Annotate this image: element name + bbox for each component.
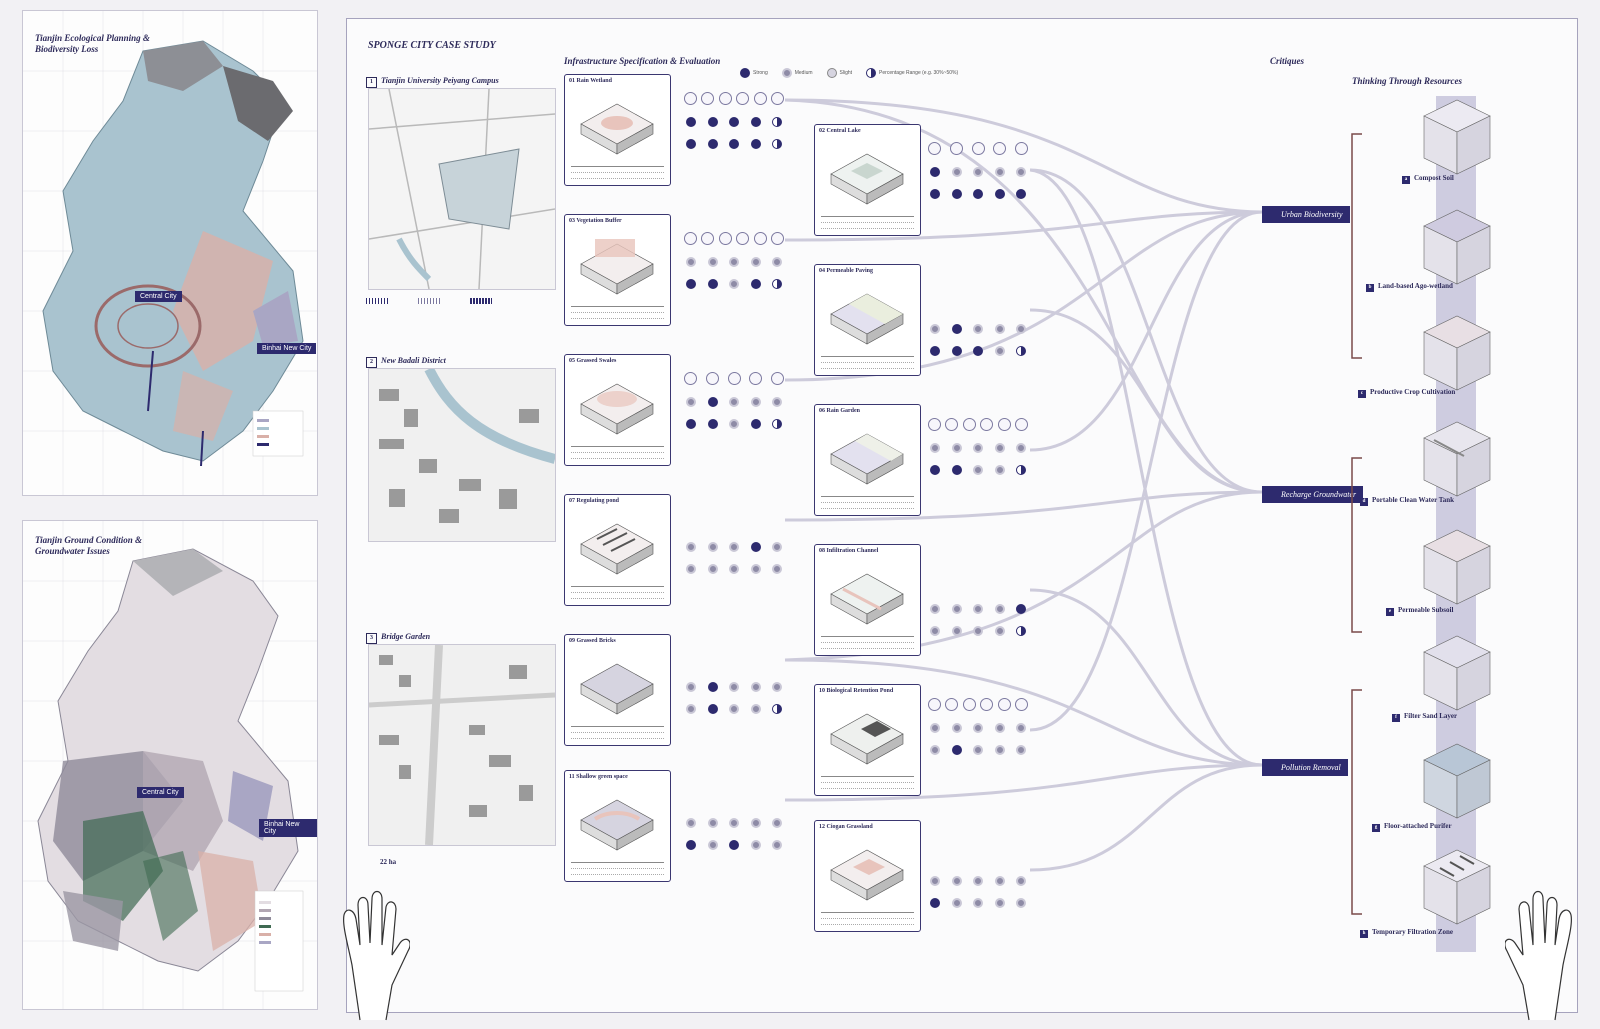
legend-medium: Medium: [781, 68, 813, 78]
groundwater-map-panel: Tianjin Ground Condition & Groundwater I…: [22, 520, 318, 1010]
critiques-heading: Critiques: [1270, 56, 1305, 66]
main-title: SPONGE CITY CASE STUDY: [368, 40, 496, 51]
target-urban-biodiversity: Urban Biodiversity: [1262, 206, 1350, 223]
target-recharge-groundwater: Recharge Groundwater: [1262, 486, 1364, 503]
target-pollution-removal: Pollution Removal: [1262, 759, 1348, 776]
matrix-04: [928, 312, 1028, 356]
cube-filtration-zone: [1420, 846, 1494, 928]
scale-label: 22 ha: [380, 858, 397, 866]
matrix-08: [928, 592, 1028, 636]
groundwater-map: [23, 521, 317, 1009]
card-ciogan-grassland: 12 Ciogan Grassland: [814, 820, 921, 932]
legend-strong: Strong: [740, 68, 768, 78]
card-vegetation-buffer: 03 Vegetation Buffer: [564, 214, 671, 326]
matrix-07: [684, 530, 784, 574]
matrix-09: [684, 670, 784, 714]
central-city-tag-2: Central City: [137, 787, 184, 798]
legend-slight: Slight: [826, 68, 852, 78]
card-central-lake: 02 Central Lake: [814, 124, 921, 236]
matrix-02: [928, 142, 1028, 199]
card-permeable-paving: 04 Permeable Paving: [814, 264, 921, 376]
card-rain-garden: 06 Rain Garden: [814, 404, 921, 516]
matrix-12: [928, 864, 1028, 908]
cube-clean-water-tank: [1420, 418, 1494, 500]
card-rain-wetland: 01 Rain Wetland: [564, 74, 671, 186]
card-infiltration-channel: 08 Infiltration Channel: [814, 544, 921, 656]
card-regulating-pond: 07 Regulating pond: [564, 494, 671, 606]
infra-heading: Infrastructure Specification & Evaluatio…: [564, 56, 721, 66]
matrix-06: [928, 418, 1028, 475]
biodiversity-map-panel: Tianjin Ecological Planning & Biodiversi…: [22, 10, 318, 496]
cube-crop-cultivation: [1420, 312, 1494, 394]
cube-filter-sand: [1420, 632, 1494, 714]
site-3-map: [368, 644, 556, 846]
matrix-03: [684, 232, 784, 289]
binhai-tag: Binhai New City: [257, 343, 317, 354]
cube-land-agowetland: [1420, 206, 1494, 288]
biodiversity-map-title: Tianjin Ecological Planning & Biodiversi…: [35, 33, 150, 54]
card-biological-retention-pond: 10 Biological Retention Pond: [814, 684, 921, 796]
binhai-tag-2: Binhai New City: [259, 819, 317, 837]
card-grassed-swales: 05 Grassed Swales: [564, 354, 671, 466]
site-1-map: [368, 88, 556, 290]
central-city-tag: Central City: [135, 291, 182, 302]
matrix-01: [684, 92, 784, 149]
cube-permeable-subsoil: [1420, 526, 1494, 608]
cube-compost-soil: [1420, 96, 1494, 178]
cube-floor-purifier: [1420, 740, 1494, 822]
card-shallow-green-space: 11 Shallow green space: [564, 770, 671, 882]
resources-heading: Thinking Through Resources: [1352, 76, 1463, 86]
right-hand-icon: [1505, 890, 1572, 1021]
site-2-map: [368, 368, 556, 542]
legend-range: Percentage Range (e.g. 30%~50%): [866, 68, 958, 78]
site-1-legend: [366, 298, 556, 308]
matrix-05: [684, 372, 784, 429]
card-grassed-bricks: 09 Grassed Bricks: [564, 634, 671, 746]
matrix-11: [684, 806, 784, 850]
matrix-10: [928, 698, 1028, 755]
left-hand-icon: [343, 890, 410, 1021]
biodiversity-map: [23, 11, 317, 495]
legend: Strong Medium Slight Percentage Range (e…: [740, 68, 958, 78]
groundwater-map-title: Tianjin Ground Condition & Groundwater I…: [35, 535, 142, 556]
